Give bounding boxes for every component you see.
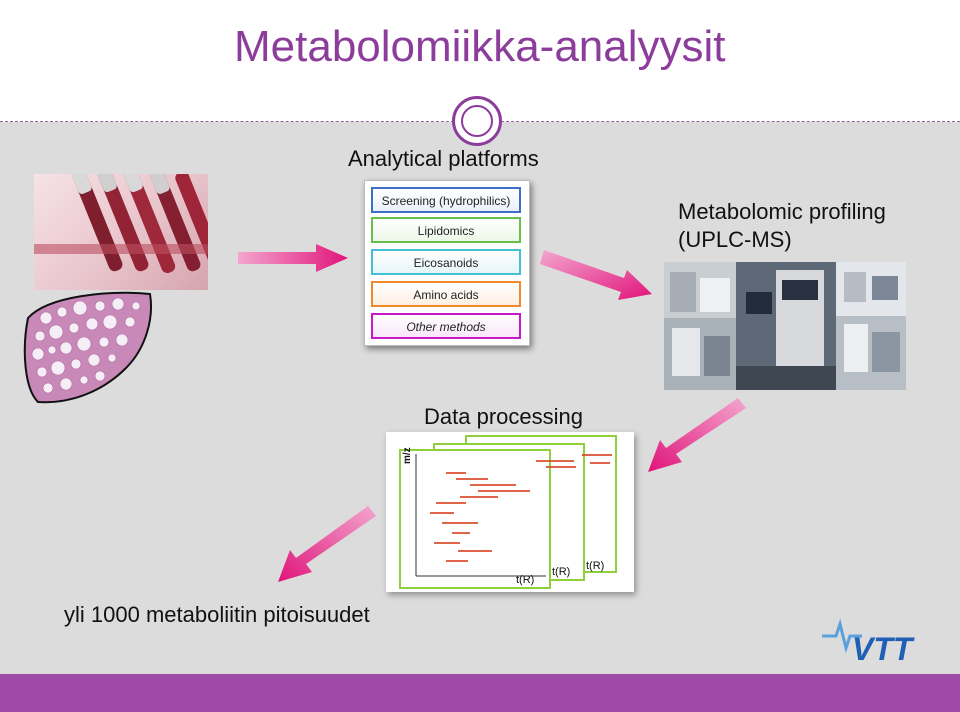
right-down-arrow-icon xyxy=(540,250,652,300)
instrument-photos xyxy=(664,262,906,390)
liver-tissue-icon xyxy=(18,288,158,406)
profiling-label-line2: (UPLC-MS) xyxy=(678,227,792,252)
platform-item: Amino acids xyxy=(371,281,521,307)
platform-item: Eicosanoids xyxy=(371,249,521,275)
platform-stack: Screening (hydrophilics) Lipidomics Eico… xyxy=(364,180,530,346)
platform-item: Other methods xyxy=(371,313,521,339)
vtt-logo: VTT xyxy=(822,618,936,667)
vtt-logo-text: VTT xyxy=(852,631,915,664)
data-processing-label: Data processing xyxy=(424,404,583,429)
profiling-label: Metabolomic profiling (UPLC-MS) xyxy=(678,198,886,254)
platform-item: Screening (hydrophilics) xyxy=(371,187,521,213)
result-label: yli 1000 metaboliitin pitoisuudet xyxy=(64,602,370,627)
x-axis-label: t(R) xyxy=(586,560,605,572)
analytical-platforms-label: Analytical platforms xyxy=(348,146,539,171)
x-axis-label: t(R) xyxy=(552,566,571,578)
right-arrow-icon xyxy=(238,244,348,272)
down-left-arrow-icon xyxy=(278,506,376,582)
down-left-arrow-icon xyxy=(648,398,746,472)
profiling-label-line1: Metabolomic profiling xyxy=(678,199,886,224)
y-axis-label: m/z xyxy=(402,447,413,464)
x-axis-label: t(R) xyxy=(516,574,535,586)
slide-title: Metabolomiikka-analyysit xyxy=(234,22,726,71)
decorative-circle-icon xyxy=(452,96,502,146)
blood-tubes-photo xyxy=(34,174,208,290)
platform-item: Lipidomics xyxy=(371,217,521,243)
chromatogram-image: m/z t(R) t(R) t(R) xyxy=(386,432,634,592)
footer-band xyxy=(0,674,960,712)
